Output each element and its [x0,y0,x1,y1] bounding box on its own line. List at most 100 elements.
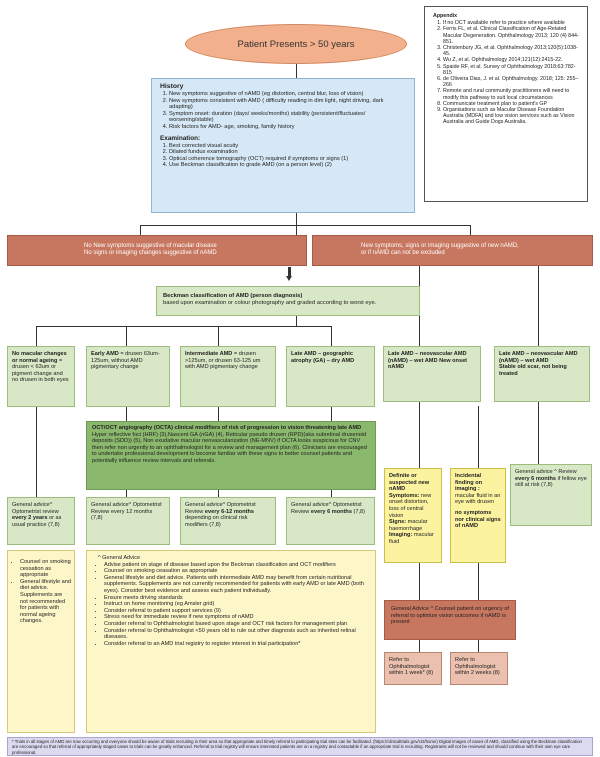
connector [331,326,332,346]
connector [36,326,332,327]
urgency-text: General Advice ^ Counsel patient on urge… [391,606,509,626]
advice-text: General advice^ Optometrist review [12,502,59,515]
stage-text: = drusen 63um-125um, without AMD pigment… [91,351,160,371]
imaging-label: Imaging: [389,532,413,539]
stage-late-wet-new: Late AMD – neovascular AMD (nAMD) – wet … [383,346,481,402]
general-advice-item: Ensure meets driving standards [104,595,370,602]
general-advice-list: Advise patient on stage of disease based… [92,562,370,648]
refer2-text: Refer to Ophthalmologist within 2 weeks … [455,657,500,677]
advice-text: depending on clinical risk modifiers (7,… [185,515,248,528]
appendix-item: Wu Z, et al. Ophthalmology 2014;121(12):… [443,57,582,63]
appendix-item: Christenbury JG, et al. Ophthalmology 20… [443,45,582,57]
stage-intermediate-amd: Intermediate AMD = drusen >125um, or dru… [180,346,276,407]
branch-no-new-symptoms: No New symptoms suggestive of macular di… [7,235,307,266]
general-advice-item: Advise patient on stage of disease based… [104,562,370,569]
definite-title: Definite or suspected new nAMD [389,473,430,493]
advice-every-6-12-months: General advice^ Optometrist Review every… [180,497,276,545]
history-item: New symptoms consistent with AMD ( diffi… [169,98,406,111]
appendix-box: Appendix If no OCT available refer to pr… [424,6,588,202]
connector [218,326,219,346]
incidental-text: macular fluid in an eye with drusen [455,492,501,506]
stage-early-amd: Early AMD = drusen 63um-125um, without A… [86,346,170,407]
beckman-title: Beckman classification of AMD (person di… [163,293,303,299]
advice-text: (7,8) [351,508,366,515]
octa-modifiers-box: OCT/OCT angiography (OCTA) clinical modi… [86,421,376,490]
advice-text: General advice^ Optometrist Review every… [91,502,162,522]
connector [296,213,297,235]
advice-interval: every 2 years [12,515,48,522]
history-item: New symptoms suggestive of nAMD (eg dist… [169,91,406,98]
beckman-text: based upon examination or colour photogr… [163,300,377,306]
connector [36,407,37,497]
connector [140,225,470,226]
advice-text: General advice^ Optometrist Review [291,502,362,515]
general-advice-item: General lifestyle and diet advice. Patie… [104,575,370,595]
general-advice-item: Stress need for immediate review if new … [104,614,370,621]
incidental-finding-box: Incidental finding on imaging : macular … [450,468,506,563]
advice-interval: every 6-12 months [204,508,255,515]
stage-text: = drusen >125um, or drusen 63-125 um wit… [185,351,261,371]
beckman-box: Beckman classification of AMD (person di… [156,286,420,316]
branch-right-line2: or if nAMD can not be excluded [361,250,445,257]
examination-item: Optical coherence tomography (OCT) requi… [169,156,406,163]
appendix-item: Organisations such as Macular Disease Fo… [443,107,582,126]
connector [419,640,420,652]
refer-within-2-weeks: Refer to Ophthalmologist within 2 weeks … [450,652,508,685]
history-item: Risk factors for AMD- age, smoking, fami… [169,124,406,131]
advice-text: if fellow eye still at risk (7,8) [515,475,587,489]
branch-left-line2: No signs or imaging changes suggestive o… [84,250,217,257]
connector [126,326,127,346]
stage-title: Late AMD – neovascular AMD (nAMD) – wet … [388,351,468,371]
appendix-title: Appendix [433,13,458,19]
examination-list: Best corrected visual acuity Dilated fun… [160,143,406,169]
advice-interval: every 6 months [515,475,557,482]
examination-item: Use Beckman classification to grade AMD … [169,162,406,169]
advice-text: General advice^ Optometrist Review [185,502,256,515]
general-advice-item: Consider referral to Ophthalmologist bas… [104,621,370,628]
connector [419,402,420,468]
general-advice-item: Consider referral to patient support ser… [104,608,370,615]
history-item: Symptom onset: duration (days/ weeks/mon… [169,111,406,124]
footnote-box: * Trials in all stages of AMD are now oc… [7,737,593,756]
start-node: Patient Presents > 50 years [185,24,407,64]
octa-text: Hyper reflective foci (HRF) (3),Nascent … [92,431,367,464]
appendix-item: If no OCT available refer to practice wh… [443,20,582,26]
connector [296,64,297,78]
connector [478,640,479,652]
connector [538,266,539,346]
stage-no-macular-changes: No macular changes or normal ageing = dr… [7,346,75,407]
general-advice-box: ^ General Advice Advise patient on stage… [86,550,376,733]
stage-title: Early AMD [91,351,119,357]
refer1-text: Refer to Ophthalmologist within 1 week* … [389,657,434,677]
history-title: History [160,83,184,90]
general-advice-title: ^ General Advice [98,555,141,561]
counsel-box: Counsel on smoking cessation as appropri… [7,550,75,733]
branch-right-line1: New symptoms, signs or imaging suggestiv… [361,243,519,249]
connector [478,563,479,600]
stage-title: Late AMD – geographic atrophy (GA) – dry… [291,351,355,364]
stage-text: = drusen < 63um or pigment change and no… [12,357,69,384]
advice-every-12-months: General advice^ Optometrist Review every… [86,497,170,545]
symptoms-label: Symptoms: [389,492,420,499]
examination-title: Examination: [160,134,201,142]
general-advice-item: Instruct on home monitoring (eg Amsler g… [104,601,370,608]
connector [478,406,479,468]
appendix-list: If no OCT available refer to practice wh… [433,20,582,125]
symptoms-text: new onset distortion, loss of central vi… [389,492,432,519]
incidental-title: Incidental finding on imaging : [455,473,483,493]
connector [218,490,219,497]
stage-late-wet-stable: Late AMD – neovascular AMD (nAMD) – wet … [494,346,590,402]
branch-new-symptoms: New symptoms, signs or imaging suggestiv… [312,235,593,266]
connector [331,407,332,421]
connector [331,490,332,497]
history-list: New symptoms suggestive of nAMD (eg dist… [160,91,406,131]
history-exam-box: History New symptoms suggestive of nAMD … [151,78,415,213]
footnote-text: * Trials in all stages of AMD are now oc… [12,739,582,755]
advice-every-2-years: General advice^ Optometrist review every… [7,497,75,545]
branch-left-line1: No New symptoms suggestive of macular di… [84,243,217,249]
stage-title: Intermediate AMD [185,351,233,357]
connector [36,326,37,346]
advice-every-6-months: General advice^ Optometrist Review every… [286,497,375,545]
counsel-list: Counsel on smoking cessation as appropri… [11,559,71,625]
connector [140,225,141,235]
